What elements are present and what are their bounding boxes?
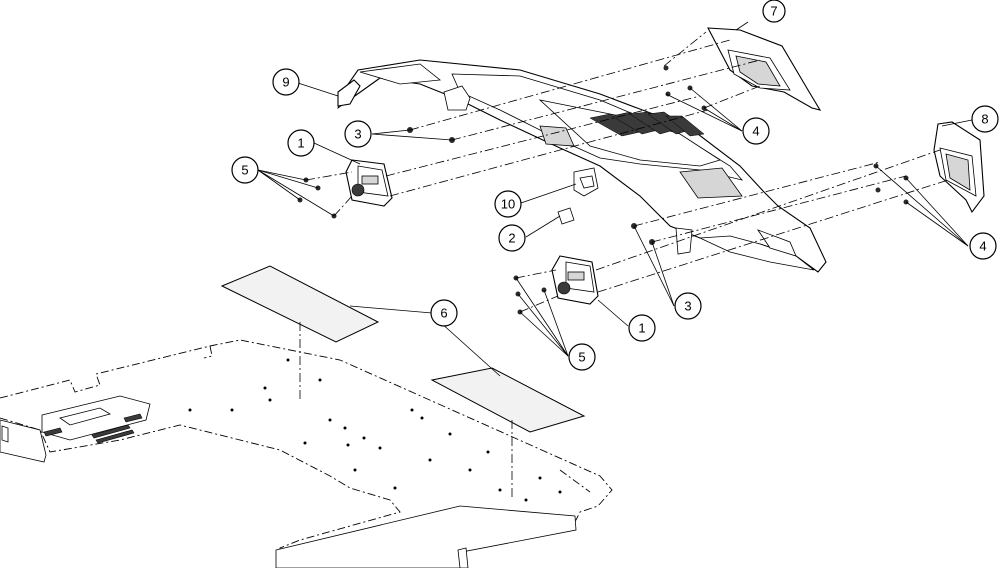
callout-label: 1	[297, 136, 304, 151]
headlight-lower	[551, 255, 599, 305]
callout-3-lower: 3	[674, 292, 702, 320]
callout-4-upper: 4	[742, 117, 770, 145]
callout-label: 5	[241, 163, 248, 178]
callout-2: 2	[498, 224, 526, 252]
headlight-upper	[345, 159, 393, 207]
leader-lines	[257, 21, 973, 377]
callout-10: 10	[494, 190, 522, 218]
mat-projection-lines	[299, 322, 513, 500]
callout-label: 1	[638, 321, 645, 336]
bezel-8	[933, 121, 985, 214]
assembly-lines	[305, 31, 949, 313]
callout-9: 9	[272, 68, 300, 96]
callout-8: 8	[971, 105, 999, 133]
bracket-10	[573, 167, 599, 197]
callout-label: 3	[354, 127, 361, 142]
callout-label: 4	[752, 124, 759, 139]
callout-label: 4	[979, 239, 986, 254]
front-fascia	[337, 59, 827, 273]
callout-5-lower: 5	[568, 343, 596, 371]
callout-7: 7	[762, 0, 786, 23]
callout-label: 6	[440, 306, 447, 321]
callout-label: 3	[684, 299, 691, 314]
floor-mat-rear	[220, 265, 380, 343]
floor-mat-front	[430, 367, 586, 433]
callout-label: 2	[508, 231, 515, 246]
clip-2	[557, 207, 575, 225]
floor-pan	[0, 339, 613, 568]
callout-4-lower: 4	[969, 232, 997, 260]
callout-label: 10	[501, 197, 515, 212]
callout-label: 7	[770, 4, 777, 19]
callout-label: 8	[981, 112, 988, 127]
callout-3-upper: 3	[344, 120, 372, 148]
callout-1-lower: 1	[628, 314, 656, 342]
callout-label: 9	[282, 75, 289, 90]
callout-1-upper: 1	[287, 129, 315, 157]
callout-6: 6	[430, 299, 458, 327]
callout-5-upper: 5	[231, 156, 259, 184]
callout-label: 5	[578, 350, 585, 365]
bezel-7	[707, 27, 822, 111]
bracket-9	[337, 79, 471, 111]
